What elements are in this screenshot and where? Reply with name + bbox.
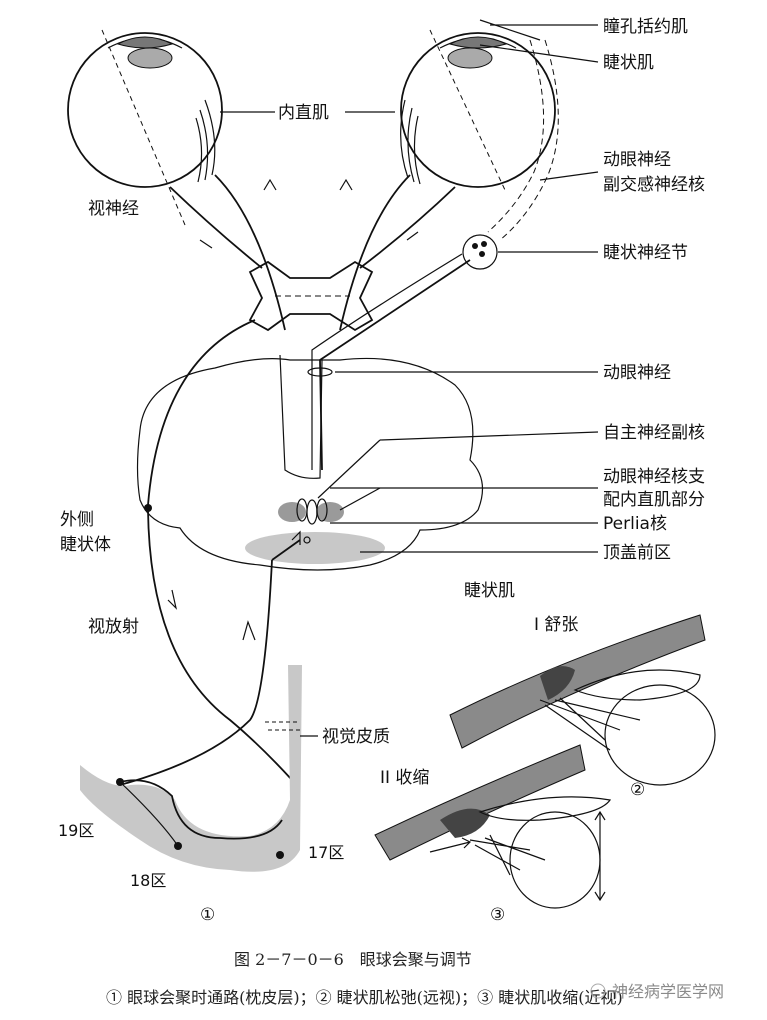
watermark: 神经病学医学网 bbox=[590, 982, 724, 1001]
label-area-17: 17区 bbox=[308, 843, 344, 862]
label-oculomotor-parasympathetic-line2: 副交感神经核 bbox=[603, 175, 705, 195]
visual-pathway bbox=[119, 319, 301, 786]
label-visual-cortex: 视觉皮质 bbox=[322, 727, 390, 747]
label-oculomotor-nerve: 动眼神经 bbox=[603, 363, 671, 383]
label-lgb-line1: 外侧 bbox=[60, 510, 94, 530]
label-pupil-sphincter: 瞳孔括约肌 bbox=[603, 17, 688, 37]
label-ciliary-muscle-title: 睫状肌 bbox=[464, 581, 515, 601]
midbrain bbox=[136, 354, 484, 571]
caption-title: 图 2－7－0－6 眼球会聚与调节 bbox=[234, 950, 472, 969]
watermark-text: 神经病学医学网 bbox=[612, 982, 724, 1001]
label-area-18: 18区 bbox=[130, 871, 166, 890]
label-ciliary-muscle: 睫状肌 bbox=[603, 53, 654, 73]
ciliary-relaxed-panel bbox=[449, 614, 716, 786]
label-relaxed: I 舒张 bbox=[534, 615, 578, 635]
visual-cortex bbox=[80, 665, 302, 872]
right-eye bbox=[359, 29, 556, 269]
label-medial-rectus-part-line2: 配内直肌部分 bbox=[603, 490, 705, 510]
label-perlia-nucleus: Perlia核 bbox=[603, 514, 667, 534]
label-panel-2: ② bbox=[630, 780, 645, 800]
parasympathetic-pathway bbox=[311, 19, 559, 471]
label-contracted: II 收缩 bbox=[380, 768, 429, 788]
label-autonomic-accessory-nucleus: 自主神经副核 bbox=[603, 423, 705, 443]
label-medial-rectus: 内直肌 bbox=[278, 103, 329, 123]
label-panel-3: ③ bbox=[490, 905, 505, 925]
label-area-19: 19区 bbox=[58, 821, 94, 840]
label-oculomotor-parasympathetic-line1: 动眼神经 bbox=[603, 150, 671, 170]
ciliary-contracted-panel bbox=[374, 744, 612, 909]
left-eye bbox=[67, 29, 263, 269]
label-optic-radiation: 视放射 bbox=[88, 617, 139, 637]
label-panel-1: ① bbox=[200, 905, 215, 925]
medial-rectus-nerves bbox=[214, 174, 411, 331]
label-optic-nerve: 视神经 bbox=[88, 199, 139, 219]
label-pretectal-area: 顶盖前区 bbox=[603, 543, 671, 563]
optic-chiasm bbox=[199, 231, 419, 332]
label-ciliary-ganglion: 睫状神经节 bbox=[603, 243, 688, 263]
leader-lines bbox=[220, 24, 599, 737]
label-medial-rectus-part-line1: 动眼神经核支 bbox=[603, 467, 705, 487]
caption-subtitle: ① 眼球会聚时通路(枕皮层)；② 睫状肌松弛(远视)；③ 睫状肌收缩(近视) bbox=[106, 988, 623, 1007]
label-lgb-line2: 睫状体 bbox=[60, 535, 111, 555]
